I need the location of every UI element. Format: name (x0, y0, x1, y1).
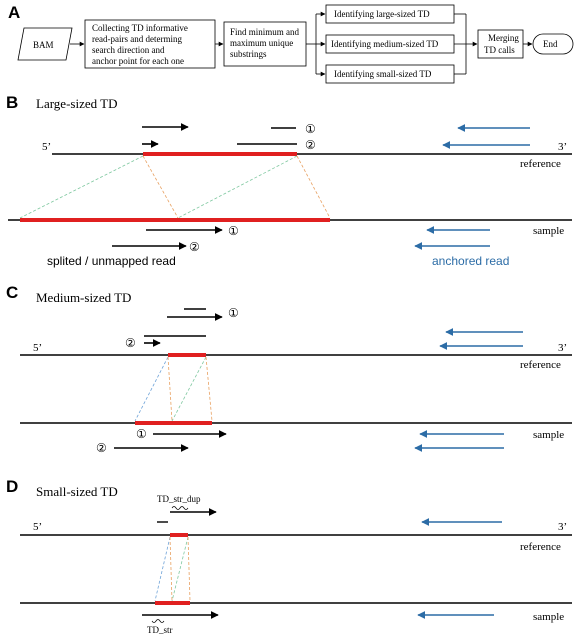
b-sample-label: sample (533, 225, 564, 237)
panel-c-letter: C (6, 283, 18, 302)
panel-d-letter: D (6, 477, 18, 496)
legend-splited: splited / unmapped read (47, 254, 176, 268)
legend-anchored: anchored read (432, 254, 509, 268)
panel-c-title: Medium-sized TD (36, 290, 131, 305)
panel-b-title: Large-sized TD (36, 96, 117, 111)
c-map-line-3 (171, 356, 207, 422)
b-label-1-bottom: ① (228, 224, 239, 238)
step1-line1: Collecting TD informative (92, 23, 188, 33)
step2-line1: Find minimum and (230, 27, 300, 37)
small-label: Identifying small-sized TD (334, 69, 432, 79)
d-tilde-bottom (151, 619, 165, 623)
d-td-str-label: TD_str (147, 625, 173, 635)
end-terminal (532, 33, 574, 55)
c-five-prime: 5’ (33, 342, 42, 354)
step1-box (84, 19, 216, 69)
d-map-line-1 (154, 536, 171, 602)
c-three-prime: 3’ (558, 342, 567, 354)
panel-d-title: Small-sized TD (36, 484, 118, 499)
large-label: Identifying large-sized TD (334, 9, 430, 19)
b-three-prime: 3’ (558, 141, 567, 153)
b-label-2-bottom: ② (189, 240, 200, 254)
c-reference-label: reference (520, 359, 561, 371)
d-map-line-3 (171, 536, 189, 602)
d-map-line-2 (169, 536, 173, 602)
panel-a-letter: A (8, 3, 20, 22)
bam-shape (17, 27, 73, 61)
c-map-line-2 (167, 356, 173, 422)
b-label-2-top: ② (305, 138, 316, 152)
c-label-1-bottom: ① (136, 427, 147, 441)
d-map-line-4 (187, 536, 191, 602)
merge-line1: Merging (488, 33, 519, 43)
d-tilde-top (171, 506, 189, 510)
step1-line2: read-pairs and determing (92, 34, 182, 44)
b-five-prime: 5’ (42, 141, 51, 153)
step2-line2: maximum unique (230, 38, 293, 48)
d-three-prime: 3’ (558, 521, 567, 533)
b-reference-label: reference (520, 158, 561, 170)
d-five-prime: 5’ (33, 521, 42, 533)
c-map-line-4 (205, 356, 213, 422)
step1-line4: anchor point for each one (92, 56, 184, 66)
d-sample-label: sample (533, 611, 564, 623)
b-map-line-3 (177, 155, 298, 219)
c-label-1-top: ① (228, 306, 239, 320)
merge-line2: TD calls (484, 45, 515, 55)
b-map-line-2 (142, 155, 179, 219)
bam-label: BAM (33, 40, 54, 50)
d-td-str-dup-label: TD_str_dup (157, 494, 201, 504)
step2-line3: substrings (230, 49, 267, 59)
b-label-1-top: ① (305, 122, 316, 136)
c-map-line-1 (134, 356, 169, 422)
medium-label: Identifying medium-sized TD (331, 39, 439, 49)
step1-line3: search direction and (92, 45, 165, 55)
c-sample-label: sample (533, 429, 564, 441)
d-reference-label: reference (520, 541, 561, 553)
end-label: End (543, 39, 558, 49)
panel-b-letter: B (6, 93, 18, 112)
b-map-line-1 (19, 155, 144, 219)
c-label-2-bottom: ② (96, 441, 107, 455)
c-label-2-top: ② (125, 336, 136, 350)
b-map-line-4 (296, 155, 331, 219)
